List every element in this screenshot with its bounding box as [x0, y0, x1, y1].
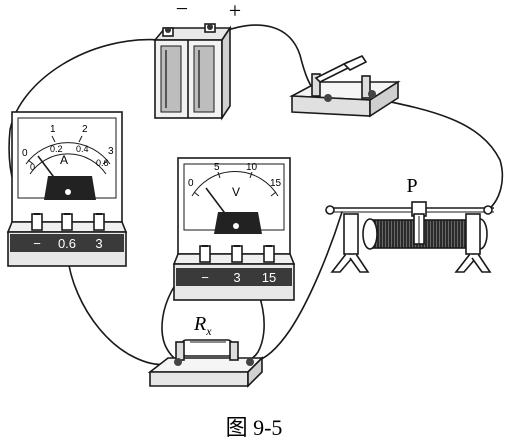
voltmeter-terminals: [199, 245, 275, 263]
ammeter-terminal-label-negative: −: [33, 236, 41, 251]
ammeter-terminal-label-3: 3: [95, 236, 102, 251]
voltmeter-tick-5: 5: [214, 162, 220, 173]
ammeter-tick-bottom-1: 0.2: [50, 144, 63, 154]
voltmeter-terminal-label-3: 3: [233, 270, 240, 285]
voltmeter-terminal-3[interactable]: [231, 245, 243, 263]
voltmeter-tick-10: 10: [246, 162, 258, 173]
ammeter-tick-top-2: 2: [82, 124, 88, 135]
voltmeter-terminal-label-negative: −: [201, 270, 209, 285]
voltmeter-terminal-label-15: 15: [262, 270, 276, 285]
battery-positive-sign: +: [229, 0, 241, 23]
ammeter-terminal-label-0.6: 0.6: [58, 236, 76, 251]
ammeter-tick-top-1: 1: [50, 124, 56, 135]
rheostat: P: [325, 175, 494, 273]
wire-switch-to-rheostat: [371, 97, 504, 211]
rheostat-slider-label: P: [406, 175, 417, 197]
voltmeter: 0 5 10 15 V − 3 15: [172, 157, 296, 301]
ammeter-terminal-3[interactable]: [93, 213, 105, 231]
rheostat-coil: [369, 219, 481, 249]
ammeter-terminals: [31, 213, 105, 231]
voltmeter-terminal-negative[interactable]: [199, 245, 211, 263]
ammeter-terminal-negative[interactable]: [31, 213, 43, 231]
voltmeter-needle-cover: [214, 212, 262, 234]
voltmeter-terminal-15[interactable]: [263, 245, 275, 263]
battery: − +: [153, 0, 241, 121]
ammeter-tick-bottom-3: 0.6: [96, 158, 109, 168]
resistor-label-subscript: x: [205, 324, 212, 338]
voltmeter-tick-15: 15: [270, 178, 282, 189]
battery-negative-sign: −: [176, 0, 188, 21]
ammeter: 0 1 2 3 0 0.2 0.4 0.6 A − 0.6 3: [6, 111, 128, 267]
wire-rheostat-to-resistor: [249, 211, 343, 363]
rheostat-slider[interactable]: [411, 201, 427, 245]
ammeter-symbol: A: [60, 153, 68, 167]
knife-switch[interactable]: [289, 54, 401, 118]
ammeter-needle-cover: [44, 176, 96, 200]
resistor-rx: Rx: [147, 313, 264, 388]
figure-caption: 图 9-5: [226, 415, 283, 440]
ammeter-terminal-0.6[interactable]: [61, 213, 73, 231]
ammeter-tick-top-3: 3: [108, 146, 114, 157]
voltmeter-symbol: V: [232, 185, 240, 199]
resistor-label: Rx: [193, 313, 212, 338]
ammeter-tick-top-0: 0: [22, 148, 28, 159]
resistor-label-main: R: [193, 313, 206, 335]
wire-battery-to-switch: [221, 24, 319, 95]
voltmeter-tick-0: 0: [188, 178, 194, 189]
ammeter-tick-bottom-0: 0: [30, 162, 35, 172]
ammeter-tick-bottom-2: 0.4: [76, 144, 89, 154]
